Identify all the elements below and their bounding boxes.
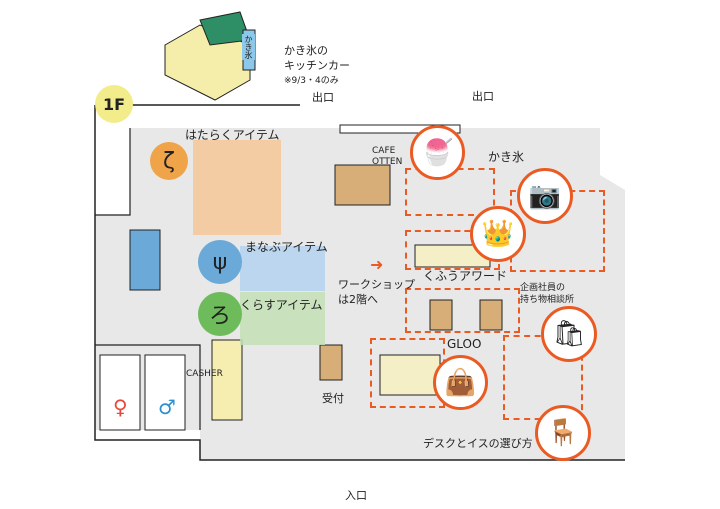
shaved-ice-label: かき氷: [488, 150, 525, 164]
gloo-area: [405, 288, 520, 333]
workshop-label-2: は2階へ: [338, 293, 378, 306]
truck-caption-1: かき氷の: [284, 44, 328, 57]
shaved-ice-icon: 🍧: [410, 125, 465, 180]
casher-label: CASHER: [186, 369, 223, 379]
cafe-label-1: CAFE: [372, 146, 396, 156]
arrow-icon: ➜: [370, 255, 384, 274]
consult-label-2: 持ち物相談所: [520, 295, 575, 305]
consult-label-1: 企画社員の: [520, 283, 566, 293]
restroom-men-icon: ♂: [158, 395, 176, 419]
work-mascot-icon: ζ: [150, 142, 188, 180]
workshop-label-1: ワークショップ: [338, 278, 415, 291]
exit-left: 出口: [312, 91, 334, 104]
life-mascot-icon: ろ: [198, 292, 242, 336]
kitchen-car: [164, 11, 256, 101]
gloo-label: GLOO: [447, 337, 482, 351]
cafe-label-2: OTTEN: [372, 157, 403, 167]
life-items-zone: [240, 292, 325, 345]
learn-mascot-icon: ψ: [198, 240, 242, 284]
life-items-label: くらすアイテム: [240, 298, 323, 312]
work-items-label: はたらくアイテム: [185, 128, 280, 142]
shopping-bag-icon: 🛍: [541, 306, 597, 362]
reception-label: 受付: [322, 392, 344, 405]
desk-chair-label: デスクとイスの選び方: [423, 437, 533, 450]
crown-icon: 👑: [470, 206, 526, 262]
award-label: くふうアワード: [423, 269, 508, 283]
truck-caption-2: キッチンカー: [284, 59, 350, 72]
work-items-zone: [193, 140, 281, 235]
truck-sign: かき氷: [242, 34, 255, 60]
chair-icon: 🪑: [535, 405, 591, 461]
truck-note: ※9/3・4のみ: [284, 76, 339, 86]
learn-items-label: まなぶアイテム: [245, 240, 328, 254]
camera-icon: 📷: [517, 168, 573, 224]
restroom-women-icon: ♀: [113, 395, 128, 419]
gloo-bag-icon: 👜: [433, 355, 488, 410]
floor-badge: 1F: [95, 85, 133, 123]
learn-items-zone: [240, 246, 325, 291]
entrance: 入口: [345, 489, 367, 502]
exit-right: 出口: [472, 90, 494, 103]
